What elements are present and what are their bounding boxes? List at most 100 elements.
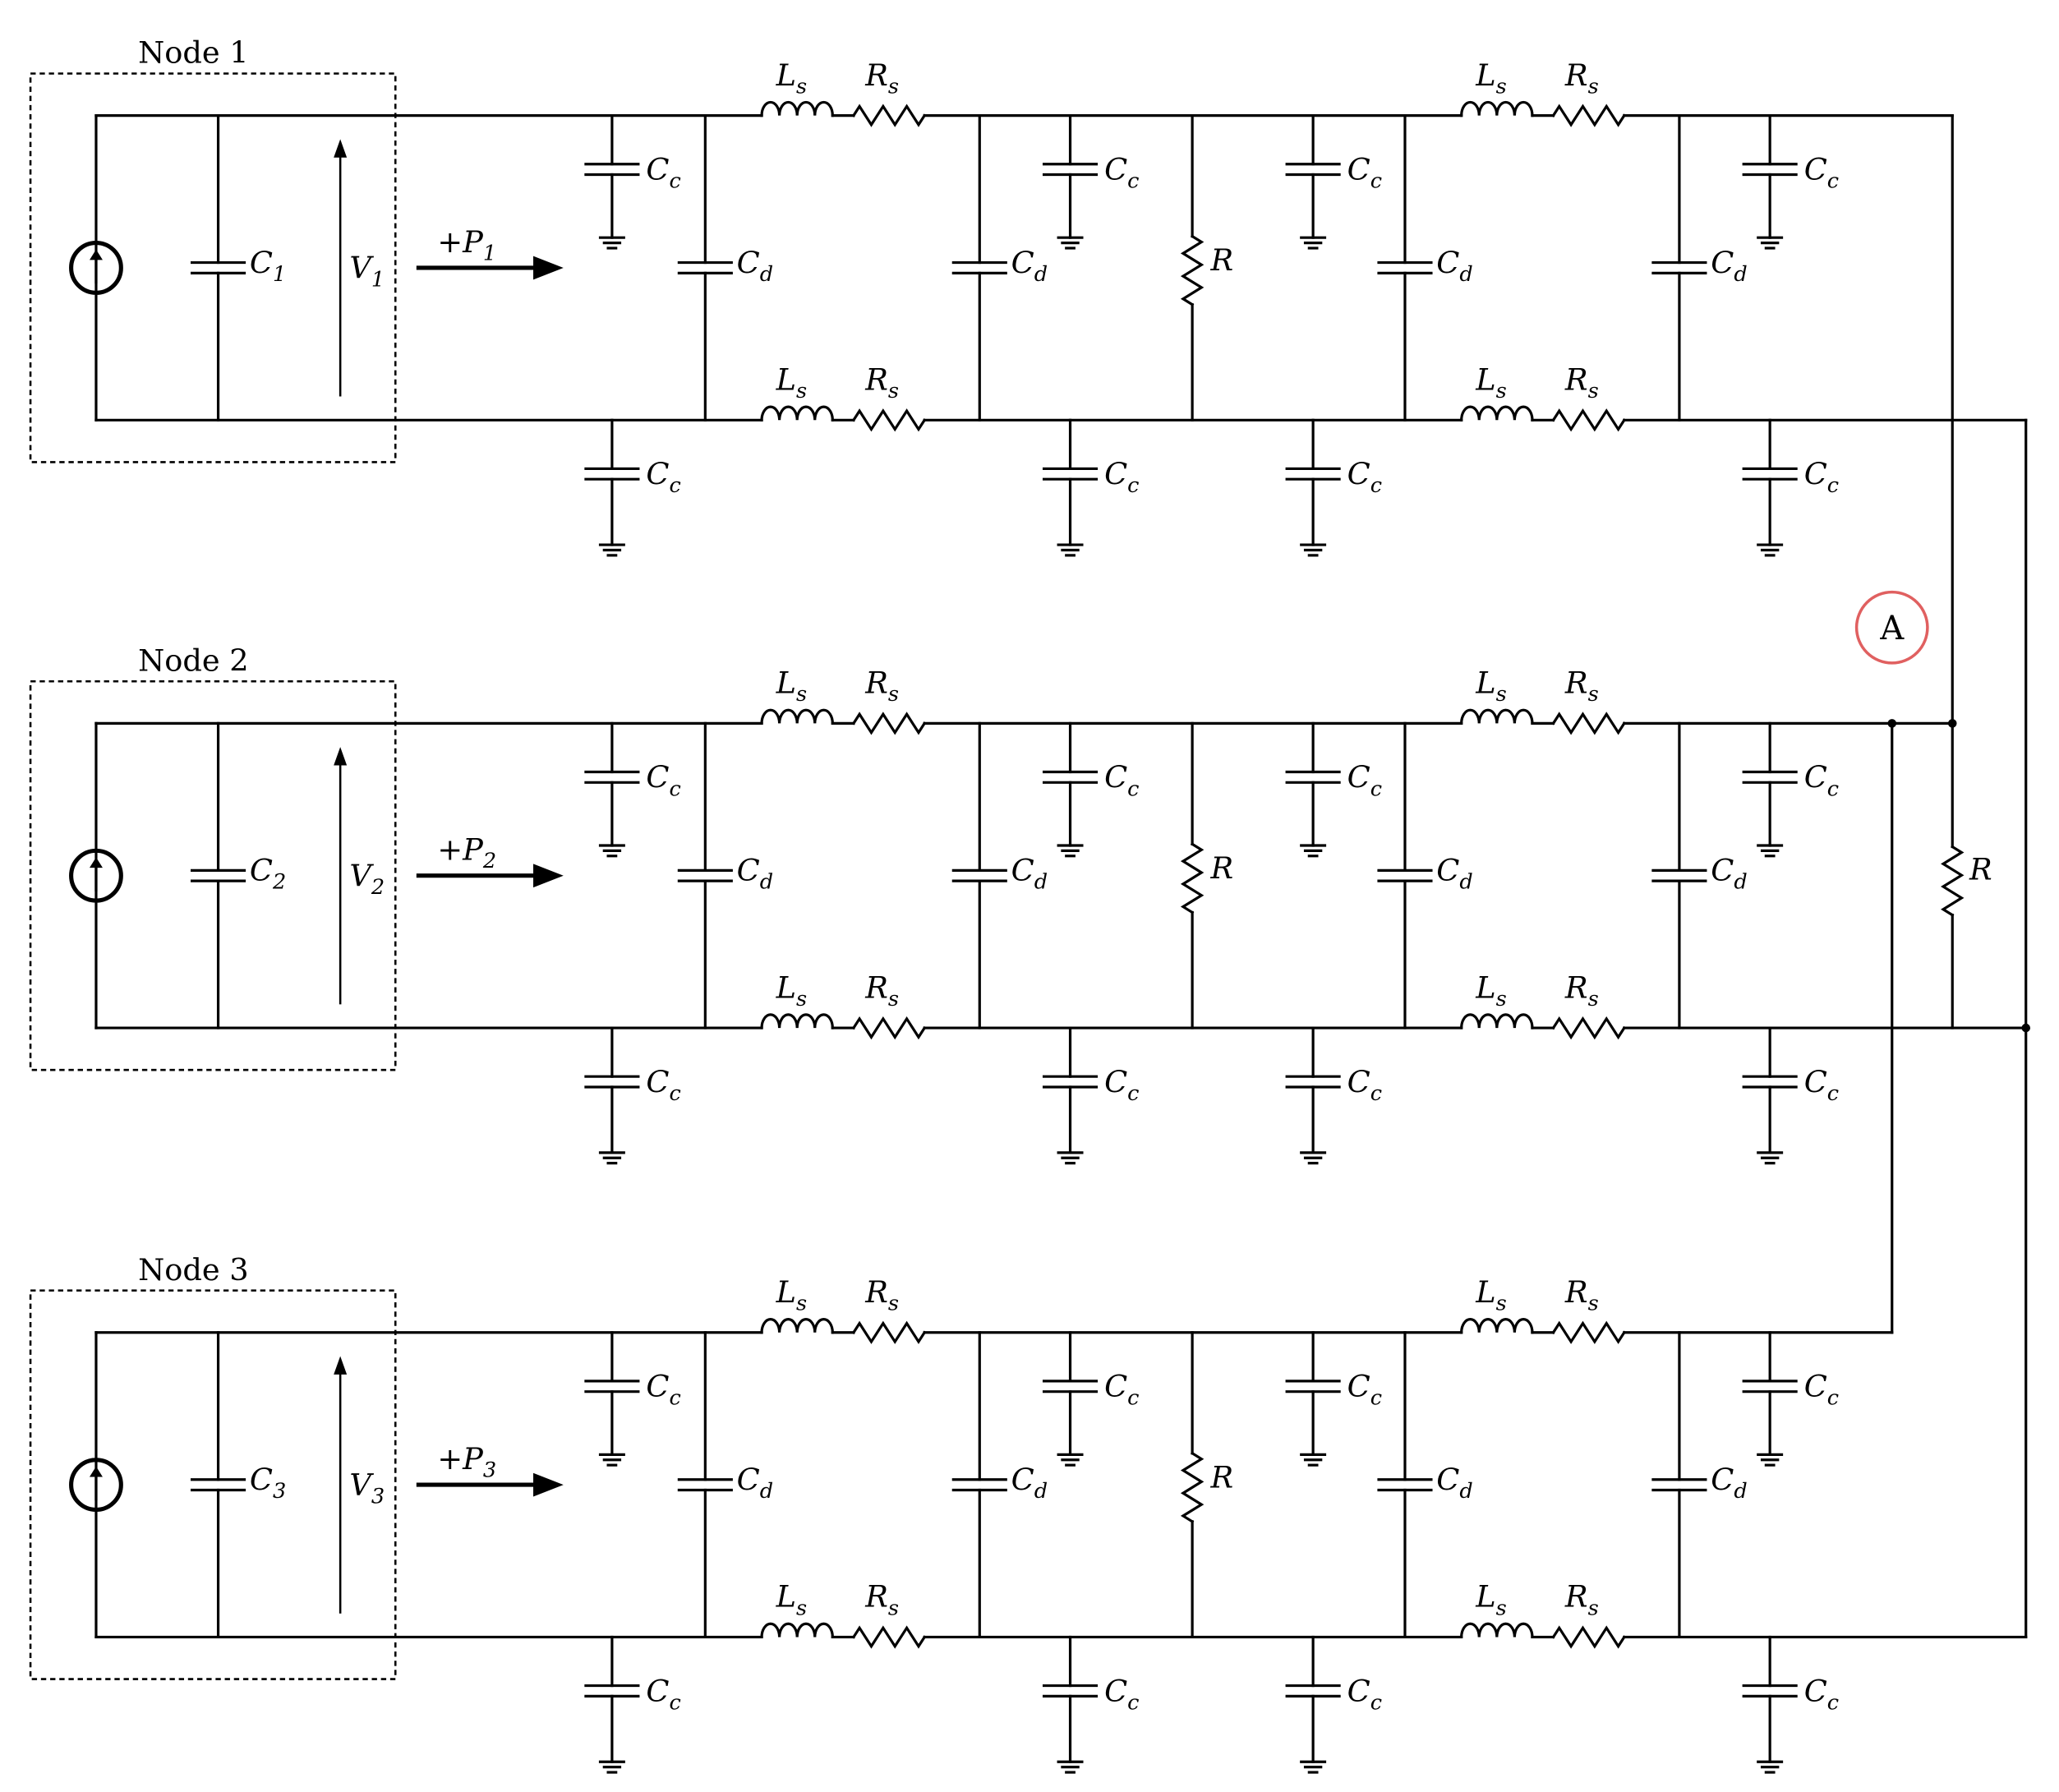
coupling-capacitor-icon xyxy=(1742,1635,1798,1763)
inductor-icon xyxy=(1460,1318,1534,1334)
inductor-icon xyxy=(760,1622,834,1639)
ground-icon xyxy=(598,1453,625,1467)
ground-icon xyxy=(598,236,625,250)
arrow-head-icon xyxy=(334,139,348,158)
dc-cap-label-sub: d xyxy=(1459,262,1472,287)
coupling-capacitor-icon xyxy=(584,114,640,239)
inductor-label: Ls xyxy=(776,970,808,1011)
resistor-icon xyxy=(1551,408,1627,432)
node-cap-label: C3 xyxy=(250,1463,286,1504)
coupling-cap-label-sub: c xyxy=(1127,1081,1139,1106)
dc-cap-label-sub: d xyxy=(1459,870,1472,895)
series-resistor-label-sub: s xyxy=(1588,682,1599,707)
inductor-icon xyxy=(760,708,834,725)
dc-cap-label-sub: d xyxy=(1034,1479,1048,1504)
dc-cap-label: Cd xyxy=(737,853,773,895)
ground-icon xyxy=(1757,236,1784,250)
coupling-cap-label-sub: c xyxy=(670,1690,681,1715)
inductor-label-base: L xyxy=(1475,58,1495,93)
series-resistor-label-base: R xyxy=(1564,1579,1588,1615)
link-resistor-label: R xyxy=(1969,852,1992,887)
coupling-cap-label-sub: c xyxy=(670,1081,681,1106)
voltage-label-sub: 2 xyxy=(371,875,385,900)
coupling-cap-label: Cc xyxy=(1347,457,1382,499)
series-resistor-label: Rs xyxy=(1564,362,1599,404)
inductor-label: Ls xyxy=(1475,970,1507,1011)
coupling-cap-label-sub: c xyxy=(1827,1081,1839,1106)
dc-cap-label-sub: d xyxy=(760,262,773,287)
current-source-icon xyxy=(69,848,123,903)
resistor-icon xyxy=(851,1625,927,1649)
ground-icon xyxy=(1300,236,1327,250)
dc-cap-label-base: C xyxy=(1011,245,1034,280)
power-label: +P1 xyxy=(437,224,496,266)
resistor-icon xyxy=(1180,1451,1205,1524)
inductor-label: Ls xyxy=(776,362,808,404)
series-resistor-label: Rs xyxy=(864,362,899,404)
dc-cap-label: Cd xyxy=(1011,1463,1048,1504)
dc-cap-label: Cd xyxy=(1436,853,1472,895)
node-capacitor-icon xyxy=(191,114,246,422)
voltage-label-base: V xyxy=(349,251,374,286)
ground-icon xyxy=(1057,236,1084,250)
coupling-capacitor-icon xyxy=(1042,418,1099,546)
coupling-capacitor-icon xyxy=(1042,1026,1099,1154)
coupling-cap-label-base: C xyxy=(1347,152,1370,187)
dc-capacitor-icon xyxy=(677,721,733,1030)
coupling-cap-label-sub: c xyxy=(1827,776,1839,801)
ground-icon xyxy=(1757,1760,1784,1774)
series-resistor-label-base: R xyxy=(864,58,888,93)
ground-icon xyxy=(1757,1453,1784,1467)
ground-icon xyxy=(598,1760,625,1774)
inductor-label-base: L xyxy=(1475,1274,1495,1310)
voltage-label-base: V xyxy=(349,859,374,894)
inductor-label: Ls xyxy=(1475,1579,1507,1621)
coupling-capacitor-icon xyxy=(1285,114,1341,239)
inductor-label: Ls xyxy=(1475,666,1507,707)
components xyxy=(69,100,1965,1774)
coupling-cap-label: Cc xyxy=(646,1369,680,1411)
shunt-resistor-label-base: R xyxy=(1209,1459,1233,1495)
inductor-icon xyxy=(1460,1622,1534,1639)
power-label-base: +P xyxy=(437,224,484,260)
ground-icon xyxy=(1757,543,1784,557)
coupling-cap-label-base: C xyxy=(1347,457,1370,492)
coupling-cap-label-base: C xyxy=(1347,1674,1370,1709)
inductor-icon xyxy=(760,1318,834,1334)
marker-circle xyxy=(1854,590,1929,665)
node-cap-label: C2 xyxy=(250,853,286,895)
coupling-cap-label-sub: c xyxy=(670,168,681,193)
inductor-label-base: L xyxy=(1475,970,1495,1005)
series-resistor-label-base: R xyxy=(1564,1274,1588,1310)
dc-cap-label: Cd xyxy=(1711,1463,1747,1504)
coupling-capacitor-icon xyxy=(584,721,640,847)
dc-cap-label-base: C xyxy=(737,853,760,888)
series-resistor-label-sub: s xyxy=(1588,1596,1599,1620)
coupling-cap-label-sub: c xyxy=(670,776,681,801)
coupling-capacitor-icon xyxy=(584,418,640,546)
inductor-icon xyxy=(1460,708,1534,725)
inductor-label-sub: s xyxy=(1496,74,1507,99)
inductor-label-base: L xyxy=(776,362,796,398)
ground-icon xyxy=(1300,1760,1327,1774)
resistor-icon xyxy=(1180,234,1205,306)
coupling-cap-label-sub: c xyxy=(1127,1386,1139,1411)
dc-capacitor-icon xyxy=(1377,721,1433,1030)
coupling-cap-label: Cc xyxy=(646,1064,680,1106)
ground-icon xyxy=(1300,1453,1327,1467)
voltage-label-base: V xyxy=(349,1467,374,1503)
node-cap-label-sub: 2 xyxy=(272,870,286,895)
voltage-label: V3 xyxy=(349,1467,385,1509)
coupling-cap-label: Cc xyxy=(1804,760,1839,802)
dc-capacitor-icon xyxy=(1377,1331,1433,1639)
coupling-cap-label-base: C xyxy=(646,1674,669,1709)
dc-cap-label-base: C xyxy=(1711,245,1734,280)
coupling-cap-label: Cc xyxy=(1104,1369,1139,1411)
coupling-cap-label-sub: c xyxy=(1370,1386,1382,1411)
dc-cap-label: Cd xyxy=(737,1463,773,1504)
inductor-label: Ls xyxy=(776,1579,808,1621)
coupling-cap-label: Cc xyxy=(1804,1674,1839,1716)
coupling-cap-label-sub: c xyxy=(1827,168,1839,193)
dc-cap-label-sub: d xyxy=(1034,262,1048,287)
